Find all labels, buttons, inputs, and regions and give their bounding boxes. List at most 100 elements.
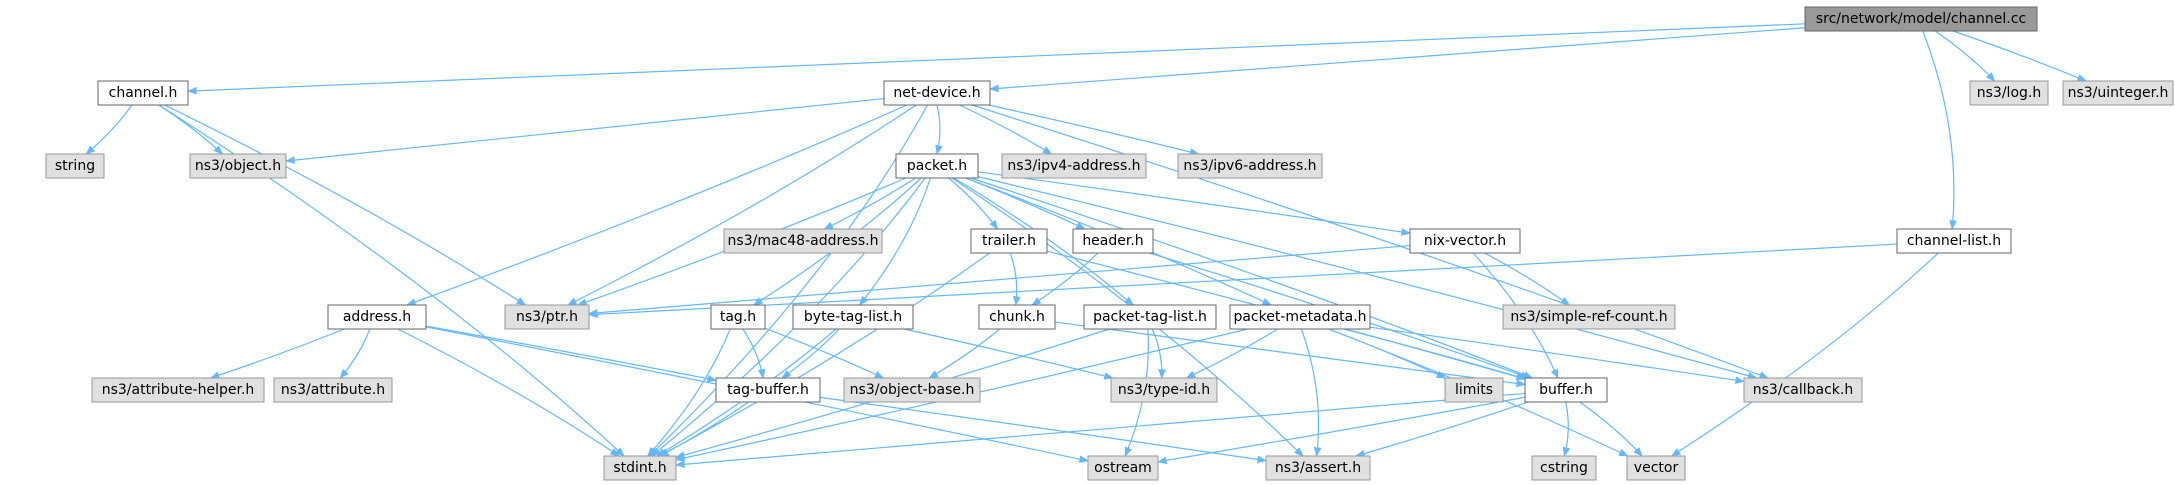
node-box[interactable] xyxy=(97,80,189,106)
node-box[interactable] xyxy=(1072,228,1154,254)
node-nix-h[interactable]: nix-vector.h xyxy=(1409,228,1521,254)
node-box xyxy=(45,153,105,179)
node-packet-meta-h[interactable]: packet-metadata.h xyxy=(1229,304,1371,330)
node-chunk-h[interactable]: chunk.h xyxy=(978,304,1056,330)
edge-root-to-channel_list_h xyxy=(1922,30,1957,230)
node-buffer-h[interactable]: buffer.h xyxy=(1524,377,1608,403)
edge-chunk_h-to-object_base_h xyxy=(928,328,1001,379)
node-label: ns3/object-base.h xyxy=(850,382,975,398)
node-label: ns3/type-id.h xyxy=(1118,382,1210,398)
node-vector: vector xyxy=(1626,455,1686,481)
node-label: ns3/callback.h xyxy=(1753,382,1853,398)
node-box xyxy=(1969,80,2049,106)
node-simple-ref-h: ns3/simple-ref-count.h xyxy=(1502,304,1676,330)
node-label: stdint.h xyxy=(613,460,666,476)
node-assert-h: ns3/assert.h xyxy=(1265,455,1371,481)
node-box xyxy=(1502,304,1676,330)
node-uinteger-h: ns3/uinteger.h xyxy=(2062,80,2174,106)
edge-root-to-uinteger_h xyxy=(1952,30,2087,82)
node-packet-h[interactable]: packet.h xyxy=(895,153,979,179)
node-callback-h: ns3/callback.h xyxy=(1743,377,1863,403)
node-label: tag.h xyxy=(720,309,756,325)
node-byte-tag-h[interactable]: byte-tag-list.h xyxy=(792,304,914,330)
node-label: ns3/ptr.h xyxy=(516,309,578,325)
node-label: nix-vector.h xyxy=(1424,233,1506,249)
node-box[interactable] xyxy=(710,304,766,330)
node-box[interactable] xyxy=(1083,304,1217,330)
node-label: ns3/simple-ref-count.h xyxy=(1510,309,1667,325)
node-object-base-h: ns3/object-base.h xyxy=(843,377,981,403)
node-label: trailer.h xyxy=(982,233,1036,249)
node-box xyxy=(504,304,590,330)
node-box[interactable] xyxy=(970,228,1048,254)
edge-net_device_h-to-stdint_h xyxy=(648,104,929,457)
edge-trailer_h-to-stdint_h xyxy=(658,252,990,457)
node-box[interactable] xyxy=(978,304,1056,330)
node-address-h[interactable]: address.h xyxy=(327,304,427,330)
node-box[interactable] xyxy=(1524,377,1608,403)
node-log-h: ns3/log.h xyxy=(1969,80,2049,106)
edge-net_device_h-to-callback_h xyxy=(971,104,1769,379)
node-label: channel-list.h xyxy=(1907,233,2001,249)
node-tag-buffer-h[interactable]: tag-buffer.h xyxy=(715,377,821,403)
edge-packet_h-to-trailer_h xyxy=(948,177,999,230)
node-header-h[interactable]: header.h xyxy=(1072,228,1154,254)
node-channel-list-h[interactable]: channel-list.h xyxy=(1896,228,2012,254)
node-box[interactable] xyxy=(1409,228,1521,254)
edge-tag_h-to-stdint_h xyxy=(647,328,731,457)
node-label: channel.h xyxy=(109,85,178,101)
node-label: packet.h xyxy=(907,158,967,174)
node-box[interactable] xyxy=(1896,228,2012,254)
node-box[interactable] xyxy=(895,153,979,179)
node-root: src/network/model/channel.cc xyxy=(1804,6,2038,32)
edge-buffer_h-to-cstring xyxy=(1562,401,1571,457)
node-label: ns3/ipv6-address.h xyxy=(1183,158,1316,174)
node-box xyxy=(1531,455,1597,481)
edge-chunk_h-to-buffer_h xyxy=(1054,321,1526,388)
edge-trailer_h-to-chunk_h xyxy=(1009,252,1021,306)
node-packet-tag-h[interactable]: packet-tag-list.h xyxy=(1083,304,1217,330)
node-box xyxy=(1087,455,1159,481)
edge-packet_meta_h-to-assert_h xyxy=(1300,328,1322,457)
node-stdint-h: stdint.h xyxy=(603,455,677,481)
node-box xyxy=(1110,377,1218,403)
node-label: header.h xyxy=(1082,233,1143,249)
node-box xyxy=(91,377,265,403)
node-tag-h[interactable]: tag.h xyxy=(710,304,766,330)
node-trailer-h[interactable]: trailer.h xyxy=(970,228,1048,254)
node-box xyxy=(843,377,981,403)
node-string: string xyxy=(45,153,105,179)
edge-tag_h-to-tag_buffer_h xyxy=(742,328,766,379)
edge-buffer_h-to-assert_h xyxy=(1355,401,1529,458)
node-label: src/network/model/channel.cc xyxy=(1816,11,2026,27)
edge-packet_h-to-header_h xyxy=(964,177,1086,230)
edge-address_h-to-attribute_h xyxy=(339,328,371,379)
edge-tag_buffer_h-to-assert_h xyxy=(819,396,1267,464)
node-label: chunk.h xyxy=(989,309,1045,325)
node-box[interactable] xyxy=(883,80,991,106)
edge-address_h-to-tag_buffer_h xyxy=(425,325,717,383)
node-label: ns3/assert.h xyxy=(1275,460,1361,476)
node-label: ns3/log.h xyxy=(1977,85,2041,101)
node-box xyxy=(603,455,677,481)
node-box[interactable] xyxy=(792,304,914,330)
node-label: ns3/ipv4-address.h xyxy=(1007,158,1140,174)
edge-tag_buffer_h-to-stdint_h xyxy=(658,401,749,457)
node-box[interactable] xyxy=(327,304,427,330)
edge-byte_tag_h-to-type_id_h xyxy=(903,328,1114,380)
edge-net_device_h-to-ipv4_h xyxy=(959,104,1053,155)
node-label: ns3/attribute.h xyxy=(281,382,385,398)
node-channel-h[interactable]: channel.h xyxy=(97,80,189,106)
node-label: vector xyxy=(1634,460,1679,476)
node-box[interactable] xyxy=(1229,304,1371,330)
edge-byte_tag_h-to-tag_buffer_h xyxy=(781,328,840,379)
node-box xyxy=(1626,455,1686,481)
edge-packet_meta_h-to-buffer_h xyxy=(1343,328,1526,380)
node-label: ns3/uinteger.h xyxy=(2068,85,2169,101)
node-ipv6-h: ns3/ipv6-address.h xyxy=(1177,153,1323,179)
node-attr-helper-h: ns3/attribute-helper.h xyxy=(91,377,265,403)
node-net-device-h[interactable]: net-device.h xyxy=(883,80,991,106)
node-object-h: ns3/object.h xyxy=(189,153,287,179)
node-box[interactable] xyxy=(715,377,821,403)
